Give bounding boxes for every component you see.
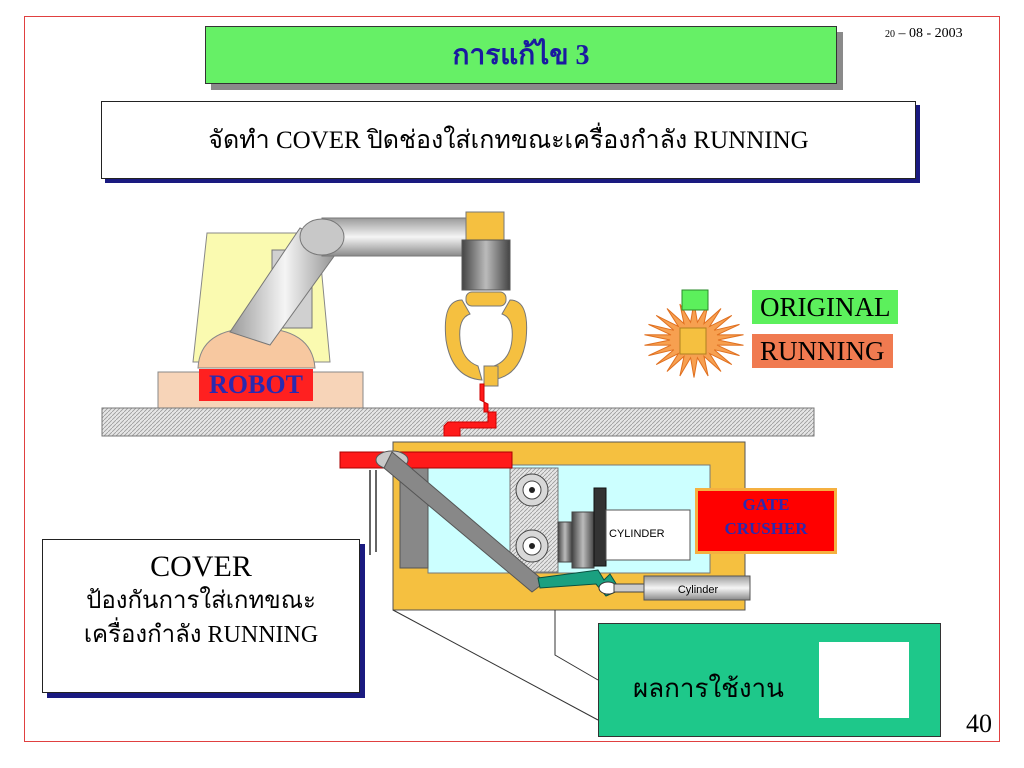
cover-plate xyxy=(339,451,513,469)
gate-crusher-label: GATE CRUSHER xyxy=(695,488,837,554)
gripper-tip xyxy=(483,365,499,387)
date-rest: – 08 - 2003 xyxy=(895,26,963,41)
cover-note-box: COVER ป้องกันการใส่เกทขณะ เครื่องกำลัง R… xyxy=(42,539,360,693)
result-label: ผลการใช้งาน xyxy=(633,674,784,703)
gate-runner xyxy=(443,383,497,437)
cylinder-label: CYLINDER xyxy=(609,528,665,540)
cover-note-title: COVER xyxy=(150,550,252,583)
gate-label-line1: GATE xyxy=(742,495,790,514)
gripper-mount xyxy=(465,211,505,241)
page-number: 40 xyxy=(966,709,992,738)
date-label: 20 – 08 - 2003 xyxy=(885,26,963,42)
slide-frame xyxy=(24,16,1000,742)
small-cylinder-label: Cylinder xyxy=(677,584,719,596)
cover-lever xyxy=(383,451,546,593)
gripper-palm xyxy=(465,291,507,307)
starburst-icon xyxy=(644,289,744,378)
gripper-finger-left xyxy=(444,299,483,381)
crusher-machine xyxy=(339,441,751,611)
small-cylinder xyxy=(643,575,751,601)
gate-label-line2: CRUSHER xyxy=(724,519,808,538)
result-indicator-panel xyxy=(819,642,909,718)
original-tag: ORIGINAL xyxy=(752,290,899,324)
date-day: 20 xyxy=(885,29,895,40)
page-title: การแก้ไข 3 xyxy=(452,40,590,71)
cylinder-box xyxy=(605,509,691,561)
subtitle-text: จัดทำ COVER ปิดช่องใส่เกทขณะเครื่องกำลัง… xyxy=(208,127,809,154)
running-tag: RUNNING xyxy=(752,334,893,368)
robot-label: ROBOT xyxy=(199,369,313,401)
result-box: ผลการใช้งาน xyxy=(598,623,941,737)
cover-note-line1: ป้องกันการใส่เกทขณะ xyxy=(86,588,316,614)
robot-joint xyxy=(299,218,345,256)
gripper-wrist xyxy=(461,239,511,291)
subtitle-banner: จัดทำ COVER ปิดช่องใส่เกทขณะเครื่องกำลัง… xyxy=(101,101,916,179)
cover-note-line2: เครื่องกำลัง RUNNING xyxy=(83,622,319,648)
robot-upper-arm xyxy=(321,217,481,257)
title-banner: การแก้ไข 3 xyxy=(205,26,837,84)
